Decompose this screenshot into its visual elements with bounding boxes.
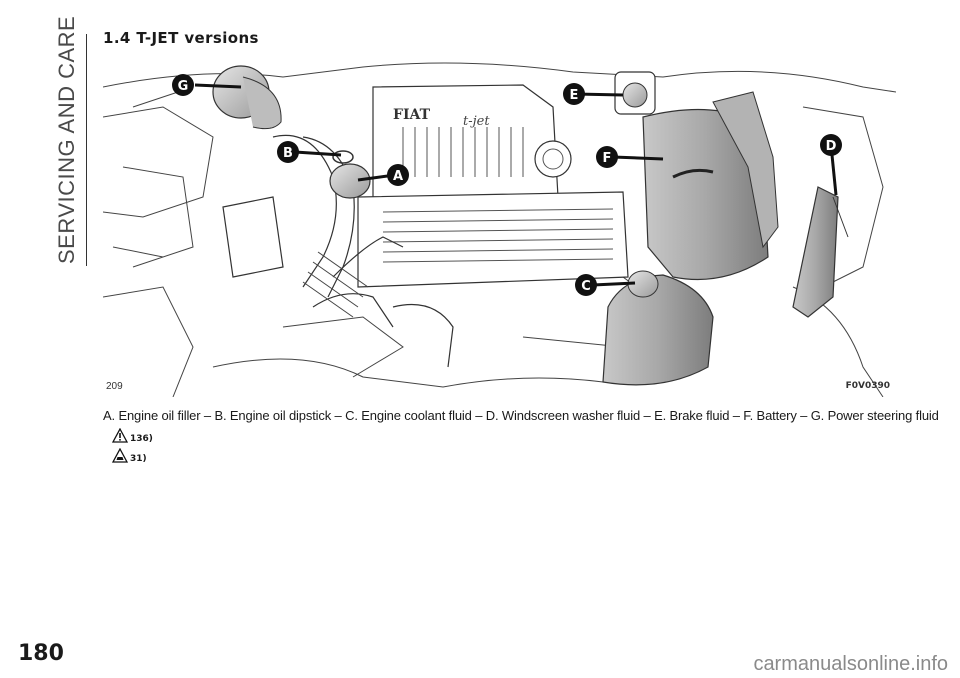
figure-number: 209: [106, 381, 123, 392]
reference-row-warning: 136): [112, 428, 153, 444]
reference-row-care: 31): [112, 448, 147, 464]
reference-care-text: 31): [130, 454, 147, 464]
callout-d: D: [826, 139, 837, 154]
car-care-icon: [112, 448, 128, 463]
figure-caption: A. Engine oil filler – B. Engine oil dip…: [103, 408, 939, 423]
tjet-badge: t-jet: [463, 114, 490, 129]
engine-bay-figure: FIAT t-jet: [103, 47, 896, 397]
callout-g: G: [178, 79, 189, 94]
watermark: carmanualsonline.info: [753, 653, 948, 675]
section-sidebar-title: SERVICING AND CARE: [54, 16, 80, 264]
callout-e: E: [570, 88, 579, 103]
callout-f: F: [603, 151, 612, 166]
callout-c: C: [581, 279, 591, 294]
fiat-emblem: FIAT: [393, 107, 431, 123]
sidebar-divider: [86, 34, 87, 266]
engine-bay-illustration: FIAT t-jet: [103, 47, 896, 397]
callout-b: B: [283, 146, 293, 161]
page-number: 180: [18, 641, 64, 666]
reference-warning-text: 136): [130, 434, 153, 444]
warning-triangle-icon: [112, 428, 128, 443]
callout-a: A: [393, 169, 403, 184]
page-title: 1.4 T-JET versions: [103, 29, 259, 47]
sidebar-title-text: SERVICING AND CARE: [54, 15, 79, 264]
figure-code: F0V0390: [845, 381, 890, 391]
